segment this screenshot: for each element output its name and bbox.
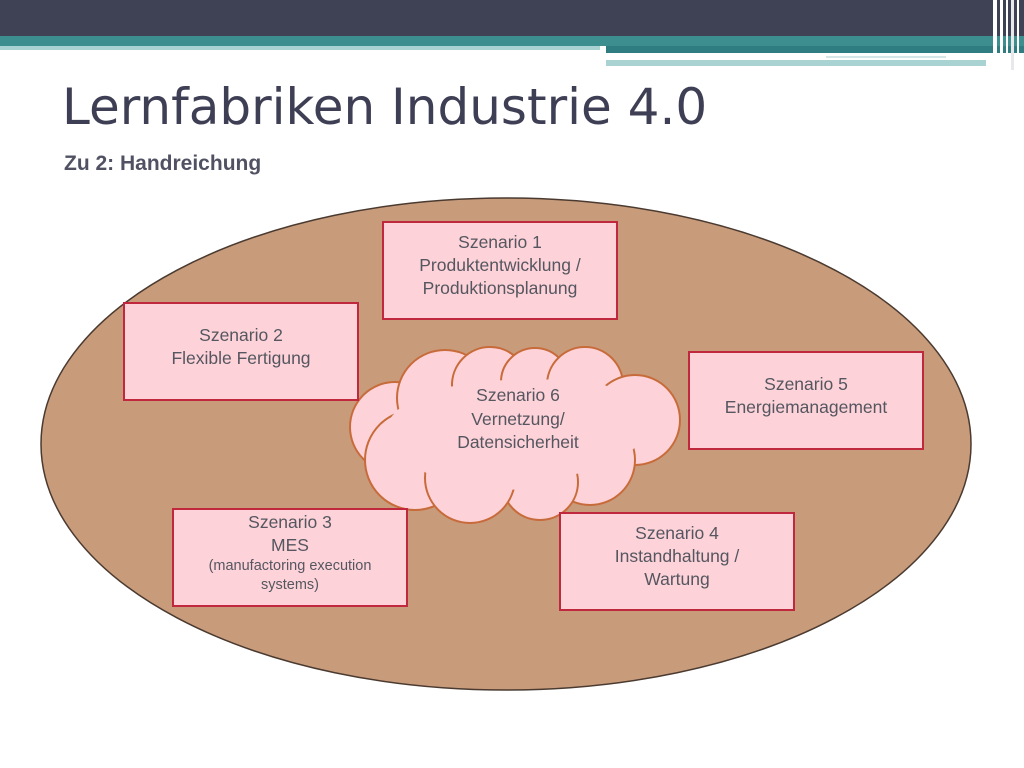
scenario-1-line3: Produktionsplanung xyxy=(422,278,578,298)
scenario-2-label: Szenario 2 xyxy=(199,324,283,345)
scenario-4-line2: Instandhaltung / xyxy=(614,546,740,566)
scenario-3-label: Szenario 3 xyxy=(248,511,332,532)
scenario-3-line3: (manufactoring execution xyxy=(208,557,372,574)
scenario-4-label: Szenario 4 xyxy=(635,523,719,543)
scenario-6-line3: Datensicherheit xyxy=(457,432,579,452)
scenario-4-line3: Wartung xyxy=(644,569,710,589)
slide-subtitle: Zu 2: Handreichung xyxy=(64,152,262,175)
scenario-2-line2: Flexible Fertigung xyxy=(171,347,311,368)
scenario-3-line4: systems) xyxy=(261,576,319,593)
scenario-6-line2: Vernetzung/ xyxy=(471,408,565,429)
scenario-1-box: Szenario 1 Produktentwicklung / Produkti… xyxy=(382,221,618,320)
scenario-3-line2: MES xyxy=(271,534,309,555)
cloud-shape xyxy=(349,346,681,524)
scenario-5-label: Szenario 5 xyxy=(764,373,848,394)
scenario-5-box: Szenario 5 Energiemanagement xyxy=(688,351,924,450)
slide-title: Lernfabriken Industrie 4.0 xyxy=(62,78,708,136)
scenario-1-line2: Produktentwicklung / xyxy=(419,255,581,275)
scenario-6-label: Szenario 6 xyxy=(476,385,560,405)
scenario-2-box: Szenario 2 Flexible Fertigung xyxy=(123,302,359,401)
scenario-5-line2: Energiemanagement xyxy=(724,396,888,417)
scenario-3-box: Szenario 3 MES (manufactoring execution … xyxy=(172,508,408,607)
scenario-4-box: Szenario 4 Instandhaltung / Wartung xyxy=(559,512,795,611)
scenario-1-label: Szenario 1 xyxy=(458,232,542,252)
scenario-6-cloud-text: Szenario 6 Vernetzung/ Datensicherheit xyxy=(400,384,636,455)
